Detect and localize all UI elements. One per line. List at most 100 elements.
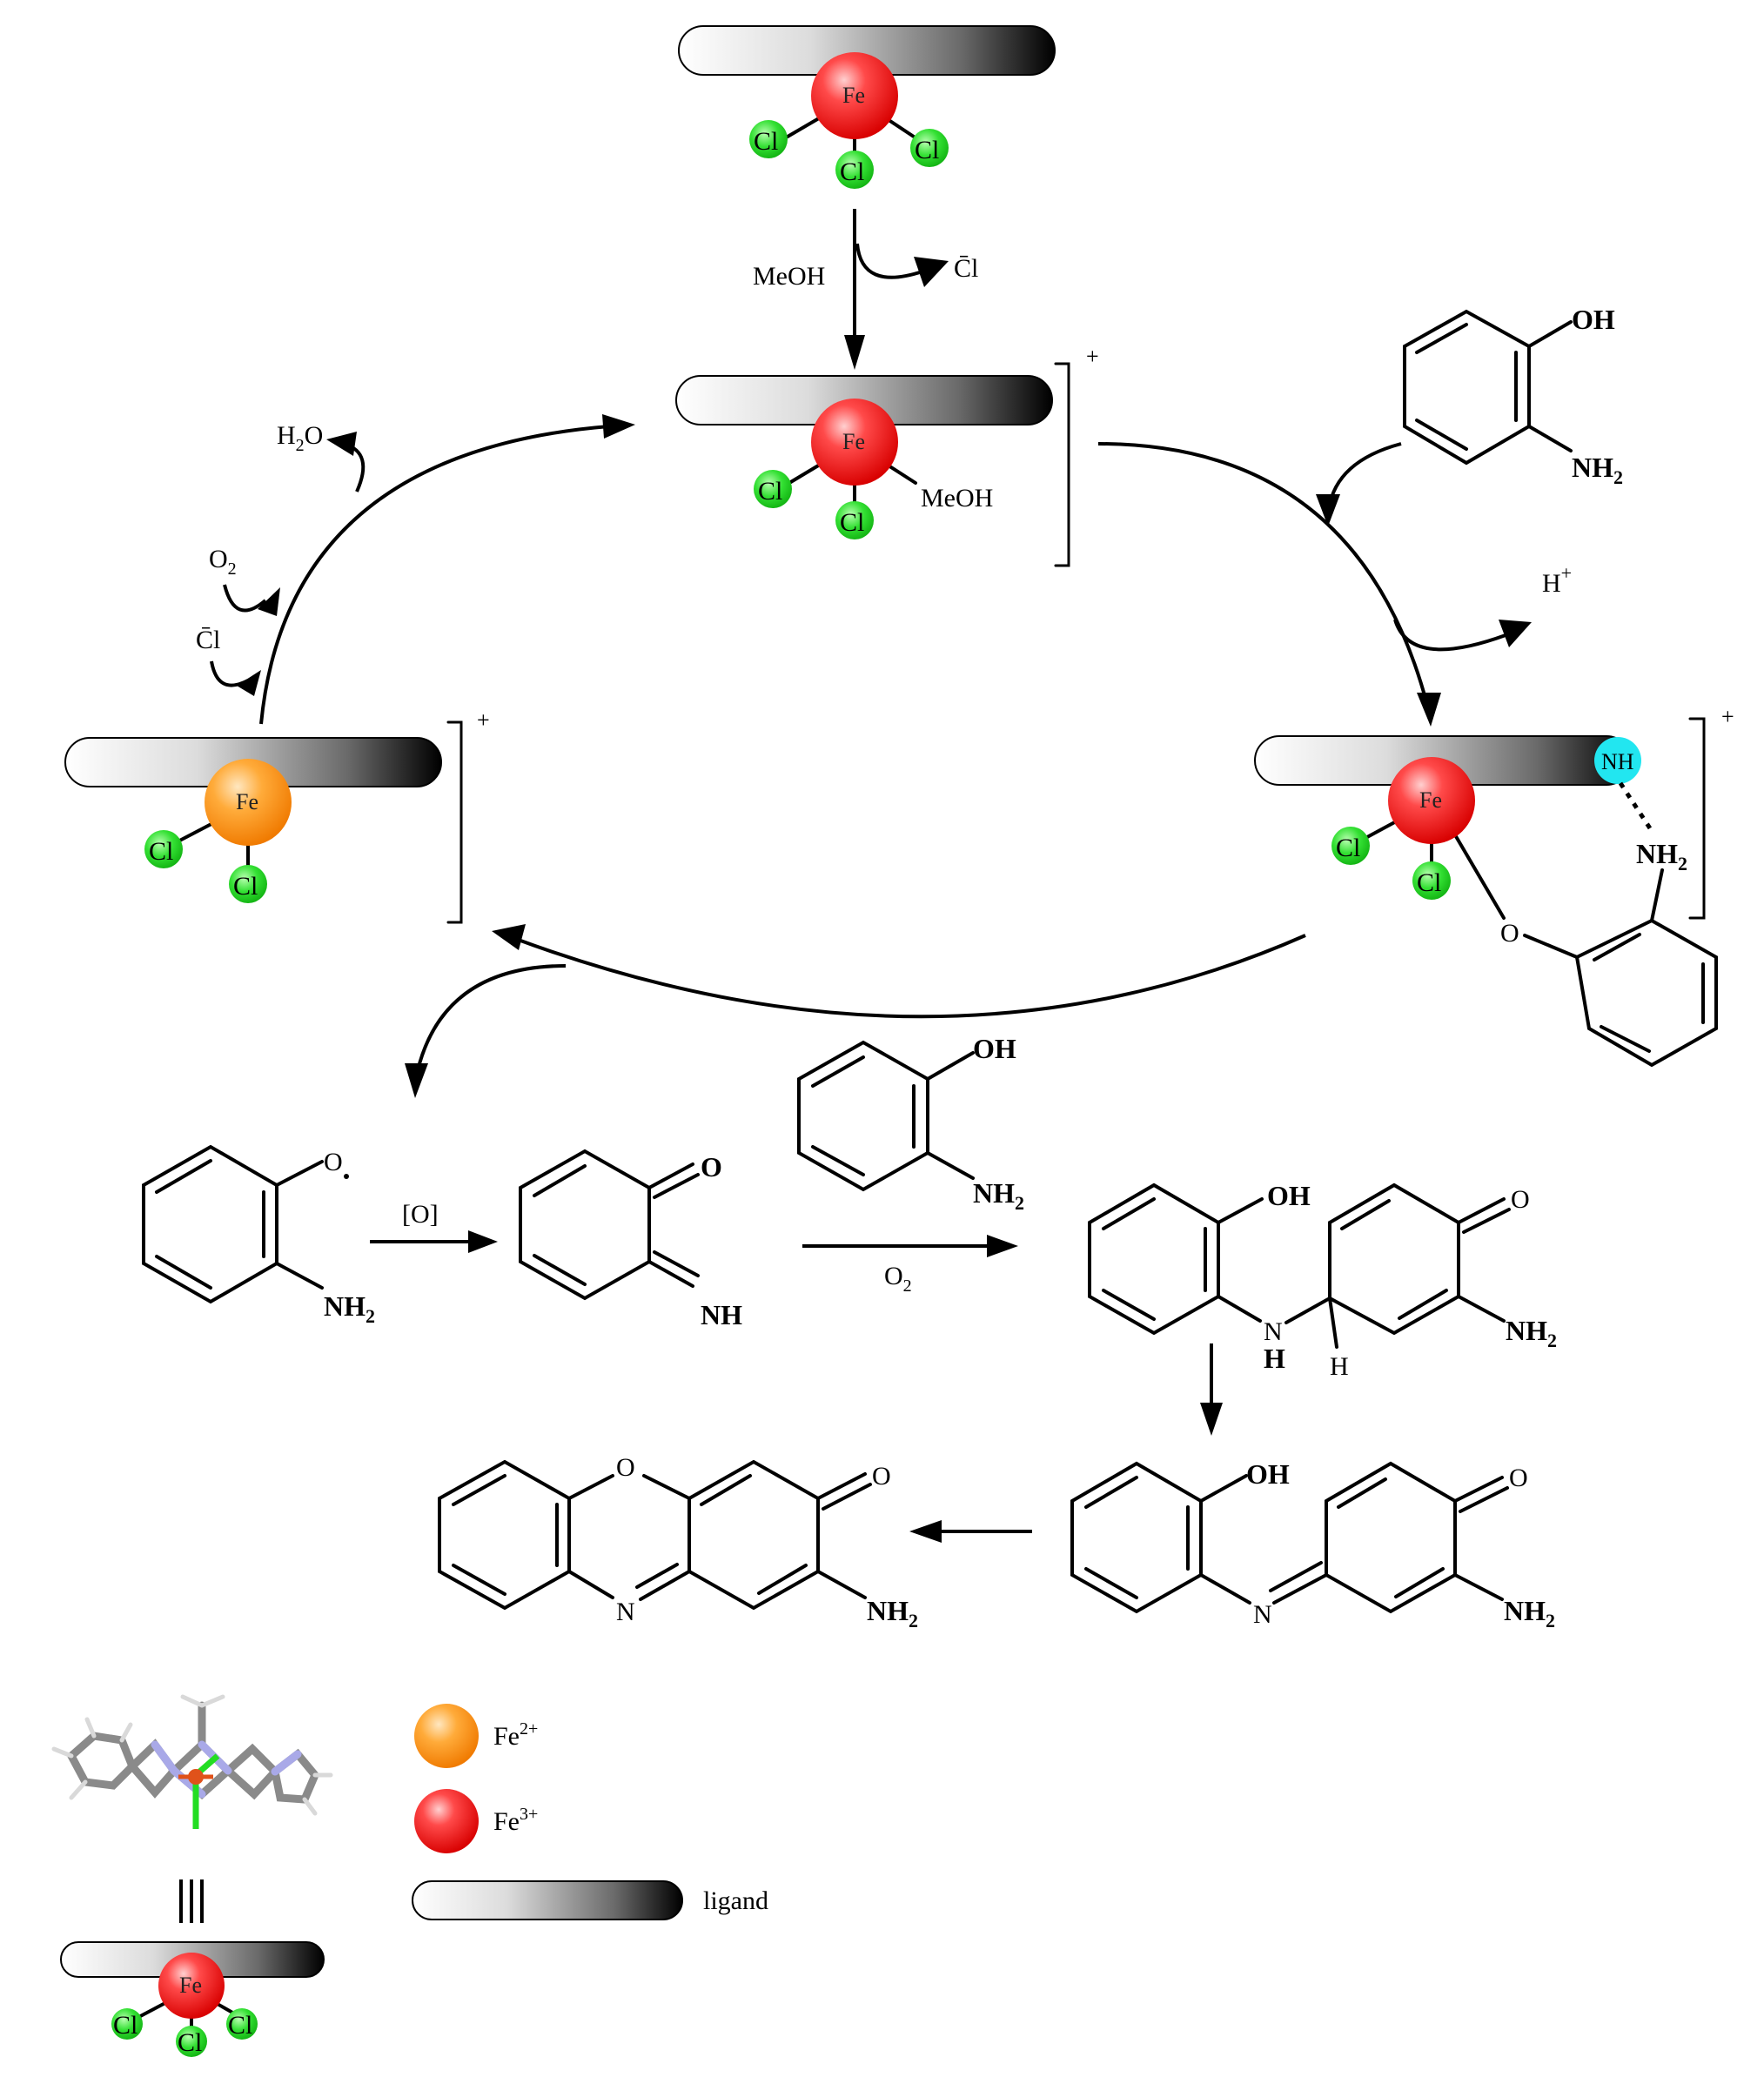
fe2-ion [205, 759, 292, 846]
legend-ligand-label: ligand [703, 1886, 768, 1915]
nh2-label: NH2 [324, 1290, 375, 1327]
fe3-ion [158, 1953, 225, 2019]
o-label: O [701, 1151, 722, 1183]
nh-label: NH [701, 1299, 742, 1330]
nh2-label: NH2 [973, 1177, 1024, 1214]
step-arrow-cyclization [909, 1520, 1032, 1543]
cl-label: Cl [1417, 868, 1441, 897]
chloride-leaving-label: C̄l [954, 254, 978, 283]
step-arrow-coupling: O2 [802, 1235, 1018, 1296]
step-arrow-reoxidation: H2O O2 C̄l [196, 414, 635, 725]
chloride-atom [835, 151, 874, 189]
step-arrow-dehydrogenation [1200, 1343, 1223, 1436]
o2-label: O2 [884, 1262, 912, 1296]
aminophenol-reagent-mid: OH NH2 [797, 1033, 1024, 1214]
phenoxyl-radical: O NH2 [142, 1144, 375, 1327]
meoh-label: MeOH [753, 262, 825, 291]
phenoxazinone-product: O N O NH2 [438, 1453, 918, 1631]
n-label: N [1264, 1317, 1283, 1346]
o-label: O [1509, 1464, 1528, 1492]
complex-fe-phenoxide: NH Fe Cl Cl NH2 O + [1254, 704, 1734, 1068]
nh2-label: NH2 [1572, 452, 1623, 488]
chloride-atom [144, 830, 183, 868]
proton-label: H+ [1542, 562, 1572, 598]
cl-label: Cl [840, 508, 864, 537]
chloride-atom [1412, 861, 1451, 900]
h-label: H [1264, 1343, 1285, 1374]
chloride-atom [229, 865, 267, 903]
nh2-label: NH2 [1506, 1315, 1557, 1351]
cl-label: Cl [754, 127, 778, 156]
h-label: H [1330, 1352, 1349, 1381]
legend-fe2-swatch [414, 1704, 479, 1768]
nh2-label: NH2 [867, 1595, 918, 1631]
chloride-entering-label: C̄l [196, 626, 220, 654]
adduct-intermediate: OH N H O NH2 H [1088, 1180, 1557, 1381]
fe-label: Fe [236, 789, 258, 814]
o-radical-label: O [324, 1148, 343, 1176]
oxidant-label: [O] [402, 1200, 439, 1229]
cl-label: Cl [113, 2011, 137, 2040]
fe3-ion [811, 52, 898, 139]
cl-label: Cl [233, 872, 258, 901]
o-label: O [872, 1462, 891, 1491]
step-arrow-oxidation: [O] [370, 1200, 498, 1253]
chloride-atom [226, 2008, 258, 2040]
oh-label: OH [1246, 1458, 1290, 1490]
fe-label: Fe [1419, 787, 1442, 813]
oh-label: OH [973, 1033, 1016, 1064]
cl-label: Cl [840, 157, 864, 186]
legend-fe3-swatch [414, 1789, 479, 1853]
step-arrow-methanol: MeOH C̄l [753, 209, 978, 370]
cl-label: Cl [915, 136, 939, 164]
imine-intermediate: OH N O NH2 [1070, 1458, 1555, 1631]
legend-complex-fecl3: Fe Cl Cl Cl [60, 1941, 325, 2057]
step-arrow-electron-transfer [405, 924, 1306, 1098]
fe-label: Fe [842, 429, 865, 454]
complex-fecl2-meoh: Fe Cl Cl MeOH + [675, 344, 1099, 567]
n-label: N [1253, 1600, 1272, 1629]
legend-fe2-label: Fe2+ [493, 1719, 538, 1751]
legend-ligand-swatch [412, 1880, 683, 1920]
nh2-label: NH2 [1504, 1595, 1555, 1631]
ligand-nh-site [1594, 737, 1641, 784]
fe3-ion [811, 399, 898, 486]
quinone-imine: O NH [519, 1149, 742, 1330]
chloride-atom [835, 501, 874, 539]
n-label: N [616, 1598, 635, 1626]
cl-label: Cl [758, 477, 782, 506]
complex-fe2-reduced: Fe Cl Cl + [64, 707, 490, 924]
chloride-atom [910, 129, 949, 167]
charge-label: + [1721, 704, 1734, 729]
chloride-atom [176, 2026, 207, 2057]
cl-label: Cl [149, 837, 173, 866]
fe-label: Fe [842, 83, 865, 108]
oxygen-label: O2 [209, 545, 237, 579]
o-label: O [1511, 1185, 1530, 1214]
cl-label: Cl [228, 2011, 252, 2040]
o-label: O [616, 1453, 635, 1482]
legend-fe3-label: Fe3+ [493, 1805, 538, 1836]
nh-label: NH [1601, 749, 1634, 774]
water-label: H2O [277, 421, 323, 455]
chloride-atom [1331, 827, 1370, 865]
cl-label: Cl [178, 2028, 202, 2057]
oh-label: OH [1267, 1180, 1311, 1211]
fe3-ion [1388, 757, 1475, 844]
aminophenol-reagent-top: OH NH2 [1316, 304, 1623, 526]
crystal-structure-image [51, 1694, 333, 1829]
chloride-atom [111, 2008, 143, 2040]
meoh-ligand-label: MeOH [921, 484, 993, 513]
charge-label: + [1086, 344, 1099, 369]
o-label: O [1500, 919, 1519, 948]
fe-label: Fe [179, 1973, 202, 1998]
oh-label: OH [1572, 304, 1615, 335]
chloride-atom [749, 120, 788, 158]
charge-label: + [477, 707, 490, 733]
complex-fecl3-top: Fe Cl Cl Cl [678, 25, 1056, 189]
chloride-atom [754, 470, 792, 508]
legend: Fe2+ Fe3+ ligand [412, 1704, 768, 1920]
cl-label: Cl [1336, 834, 1360, 862]
equivalence-mark [179, 1879, 204, 1923]
